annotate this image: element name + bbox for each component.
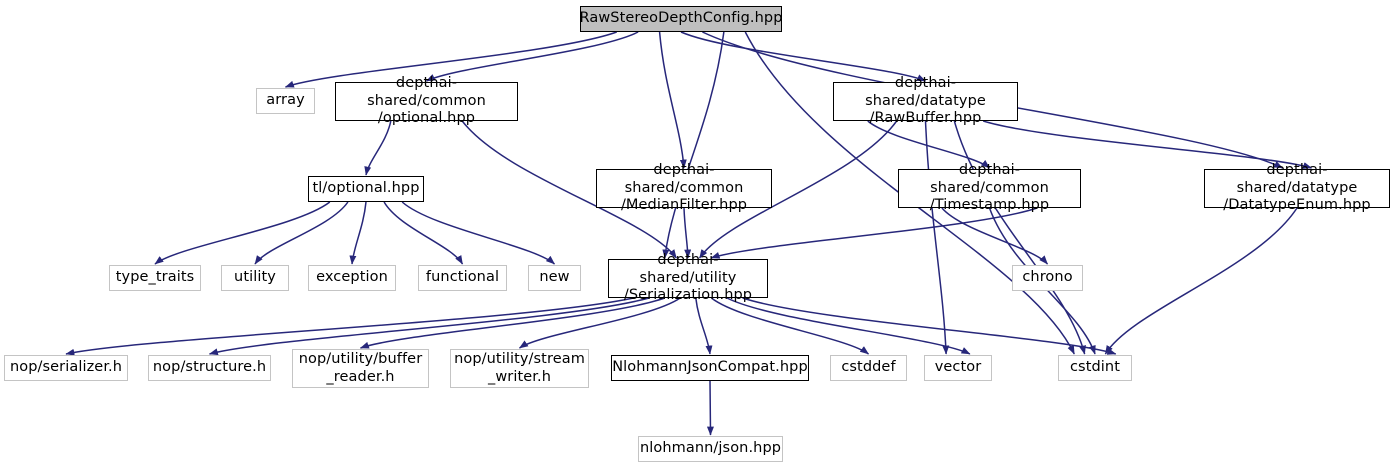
node-label-nopserializer: nop/serializer.h (9, 359, 123, 376)
node-label-chrono: chrono (1022, 269, 1073, 286)
edge-optional-to-serialization (461, 120, 678, 259)
node-label-optional: depthai-shared/common /optional.hpp (367, 74, 486, 127)
edge-rawbuffer-to-timestamp (867, 120, 990, 169)
node-label-nlohmanncompat: NlohmannJsonCompat.hpp (612, 359, 808, 376)
edge-root-to-array (284, 31, 617, 88)
node-nopstructure: nop/structure.h (148, 355, 271, 381)
node-chrono: chrono (1012, 265, 1083, 291)
node-utility: utility (221, 265, 289, 291)
node-label-serialization: depthai-shared/utility /Serialization.hp… (623, 251, 753, 304)
node-cstddef: cstddef (830, 355, 907, 381)
edge-rawbuffer-to-serialization (698, 120, 898, 259)
node-label-nopstream: nop/utility/stream _writer.h (454, 350, 585, 385)
node-nlohmanncompat[interactable]: NlohmannJsonCompat.hpp (611, 355, 809, 381)
node-label-cstddef: cstddef (841, 359, 896, 376)
node-nopbuffer: nop/utility/buffer _reader.h (292, 349, 429, 388)
node-label-type_traits: type_traits (115, 269, 195, 286)
edge-tloptional-to-exception (349, 201, 367, 265)
node-tloptional[interactable]: tl/optional.hpp (308, 176, 424, 202)
node-exception: exception (308, 265, 396, 291)
edge-tloptional-to-functional (383, 201, 464, 265)
node-datatypeenum[interactable]: depthai-shared/datatype /DatatypeEnum.hp… (1204, 162, 1390, 213)
node-label-nopbuffer: nop/utility/buffer _reader.h (298, 350, 423, 385)
node-rawbuffer[interactable]: depthai-shared/datatype /RawBuffer.hpp (833, 75, 1018, 126)
edge-root-to-rawbuffer (680, 31, 927, 82)
node-label-array: array (266, 92, 305, 109)
edge-root-to-medianfilter (658, 31, 687, 169)
edge-rawbuffer-to-vector (924, 120, 950, 355)
edge-optional-to-tloptional (364, 120, 392, 176)
edge-serialization-to-nopserializer (65, 297, 634, 356)
node-cstdint: cstdint (1058, 355, 1132, 381)
node-label-utility: utility (234, 269, 276, 286)
edge-serialization-to-nlohmanncompat (695, 297, 713, 355)
edge-nlohmanncompat-to-nlohmannjson (706, 380, 714, 436)
edge-datatypeenum-to-cstdint (1104, 207, 1298, 355)
edge-serialization-to-cstdint (742, 297, 1117, 355)
node-label-nlohmannjson: nlohmann/json.hpp (639, 440, 782, 457)
node-label-exception: exception (316, 269, 388, 286)
node-label-timestamp: depthai-shared/common /Timestamp.hpp (929, 161, 1050, 214)
node-type_traits: type_traits (109, 265, 201, 291)
edge-tloptional-to-new (401, 201, 555, 265)
edge-timestamp-to-chrono (941, 207, 1049, 265)
node-nlohmannjson: nlohmann/json.hpp (638, 436, 783, 462)
node-label-vector: vector (934, 359, 982, 376)
edge-rawbuffer-to-datatypeenum (982, 120, 1313, 169)
node-serialization[interactable]: depthai-shared/utility /Serialization.hp… (608, 252, 768, 303)
node-label-rawbuffer: depthai-shared/datatype /RawBuffer.hpp (865, 74, 986, 127)
edge-timestamp-to-serialization (710, 207, 1038, 259)
edge-tloptional-to-type_traits (154, 201, 331, 265)
node-new: new (528, 265, 581, 291)
node-label-cstdint: cstdint (1069, 359, 1121, 376)
node-timestamp[interactable]: depthai-shared/common /Timestamp.hpp (898, 162, 1081, 213)
edge-serialization-to-nopbuffer (359, 297, 665, 349)
node-array: array (256, 88, 315, 114)
node-label-medianfilter: depthai-shared/common /MedianFilter.hpp (620, 161, 748, 214)
node-label-tloptional: tl/optional.hpp (312, 180, 420, 197)
edge-rawbuffer-to-cstdint (953, 120, 1086, 355)
node-vector: vector (924, 355, 992, 381)
node-label-functional: functional (425, 269, 500, 286)
edge-root-to-optional (425, 31, 639, 82)
edge-medianfilter-to-serialization (683, 207, 692, 259)
edge-tloptional-to-utility (254, 201, 349, 265)
node-label-nopstructure: nop/structure.h (152, 359, 267, 376)
node-functional: functional (418, 265, 507, 291)
node-nopserializer: nop/serializer.h (4, 355, 128, 381)
node-root[interactable]: RawStereoDepthConfig.hpp (579, 6, 782, 32)
edge-serialization-to-nopstructure (208, 297, 650, 356)
node-label-new: new (539, 269, 570, 286)
node-label-root: RawStereoDepthConfig.hpp (579, 10, 783, 27)
node-optional[interactable]: depthai-shared/common /optional.hpp (335, 75, 518, 126)
edge-serialization-to-nopstream (519, 297, 681, 349)
edge-serialization-to-cstddef (710, 297, 869, 355)
node-medianfilter[interactable]: depthai-shared/common /MedianFilter.hpp (596, 162, 772, 213)
edge-serialization-to-vector (726, 297, 971, 355)
node-nopstream: nop/utility/stream _writer.h (450, 349, 589, 388)
node-label-datatypeenum: depthai-shared/datatype /DatatypeEnum.hp… (1223, 161, 1371, 214)
edge-root-to-serialization (662, 31, 725, 259)
